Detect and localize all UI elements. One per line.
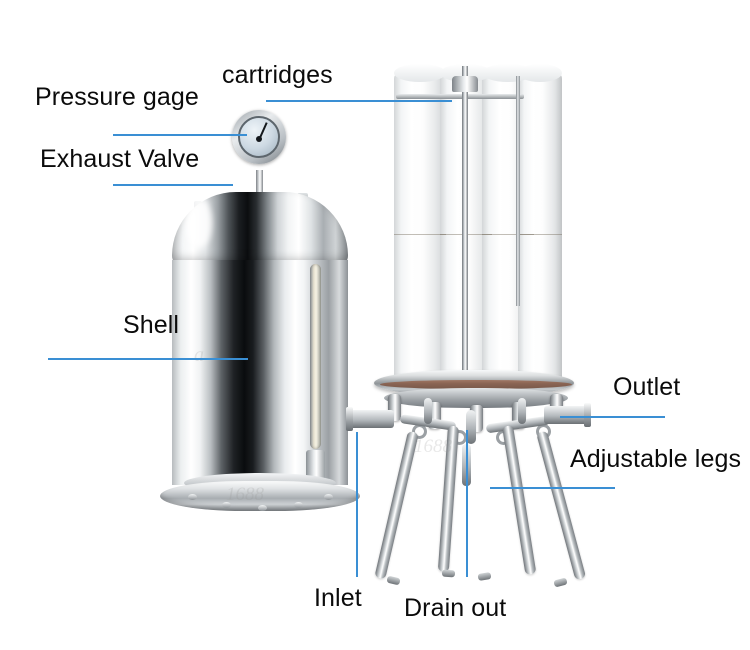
leader-line-cartridges — [266, 100, 452, 102]
flange-gasket — [380, 380, 572, 389]
tie-rod-cap — [452, 76, 478, 92]
riser-pipe — [424, 398, 432, 424]
secondary-tie-rod — [516, 76, 520, 306]
right-filter-vessel-open: 1688 — [346, 58, 608, 588]
outlet-port — [544, 406, 590, 424]
cartridge-seam — [482, 234, 534, 235]
dome-highlight — [186, 198, 212, 248]
flange-bolt — [294, 502, 303, 508]
label-outlet: Outlet — [613, 373, 681, 401]
pressure-gauge-hub — [256, 136, 262, 142]
leader-line-adjustable-legs — [490, 487, 615, 489]
label-adjustable-legs: Adjustable legs — [570, 445, 742, 473]
flange-bolt — [222, 502, 231, 508]
cartridge-seam — [518, 234, 562, 235]
label-inlet: Inlet — [314, 584, 362, 612]
outlet-port-lip — [584, 403, 591, 427]
leader-line-exhaust-valve — [113, 184, 233, 186]
label-pressure-gage: Pressure gage — [35, 83, 199, 111]
label-shell: Shell — [123, 311, 180, 339]
cartridge-crossbar — [396, 94, 524, 99]
leader-line-inlet — [356, 432, 358, 577]
adjustable-leg — [437, 425, 459, 573]
center-tie-rod — [462, 66, 468, 384]
filter-cartridge — [394, 72, 446, 384]
leg-foot — [553, 577, 568, 588]
gauge-stem — [256, 170, 263, 204]
adjustable-leg — [374, 430, 419, 580]
sight-glass-tube — [310, 264, 321, 449]
leader-line-shell — [48, 358, 248, 360]
label-cartridges: cartridges — [222, 61, 333, 89]
adjustable-leg — [502, 425, 537, 576]
drain-pipe — [466, 410, 476, 444]
label-exhaust-valve: Exhaust Valve — [40, 145, 200, 173]
inlet-port-lip — [346, 407, 353, 431]
riser-pipe — [518, 398, 526, 424]
leg-foot — [386, 575, 401, 586]
flange-bolt — [188, 494, 197, 500]
flange-bolt — [258, 505, 267, 511]
left-filter-vessel: a 1688 — [160, 110, 360, 528]
leader-line-drain-out — [466, 430, 468, 577]
cartridge-end-cap — [394, 64, 446, 82]
cartridge-end-cap — [518, 64, 562, 82]
label-drain-out: Drain out — [404, 594, 507, 622]
flange-bolt — [324, 494, 333, 500]
leader-line-pressure-gage — [113, 134, 247, 136]
cartridge-seam — [394, 234, 446, 235]
leg-foot — [477, 572, 492, 581]
filter-cartridge — [518, 72, 562, 384]
inlet-port — [350, 410, 394, 428]
leader-line-outlet — [560, 416, 665, 418]
leg-foot — [441, 569, 456, 578]
